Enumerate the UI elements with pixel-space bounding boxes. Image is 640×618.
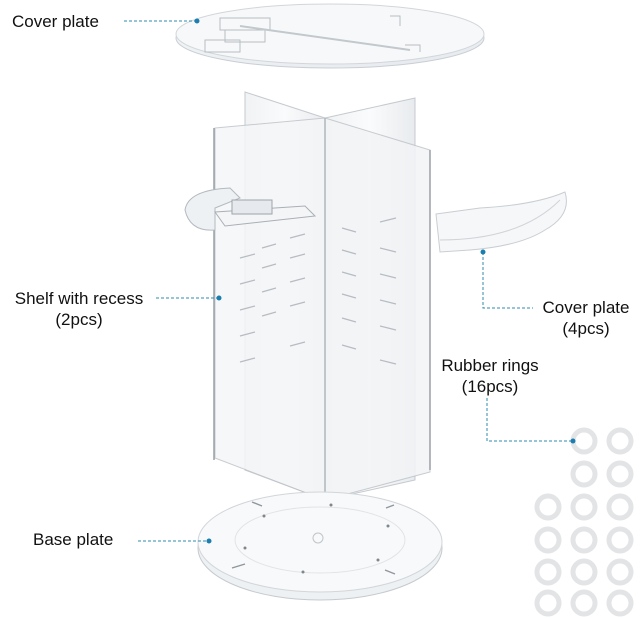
label-text: Cover plate [12,12,99,31]
label-quantity: (4pcs) [562,319,610,338]
label-quantity: (2pcs) [55,310,103,329]
label-text: Rubber rings [441,356,539,375]
label-text: Shelf with recess [14,289,144,308]
tower-panels-graphic [213,91,431,501]
label-text: Base plate [33,530,114,549]
leader-lines [124,18,576,544]
label-base-plate: Base plate [33,529,113,550]
label-cover-plate-side: Cover plate (4pcs) [533,297,639,339]
top-cover-plate-graphic [175,3,485,69]
side-cover-plate-graphic [435,191,567,253]
base-plate-graphic [197,491,443,601]
label-shelf-with-recess: Shelf with recess (2pcs) [0,288,158,330]
shelf-with-recess-graphic [184,187,317,231]
label-text: Cover plate [542,298,630,317]
rubber-rings-graphic [534,427,634,617]
label-rubber-rings: Rubber rings (16pcs) [430,355,550,397]
label-cover-plate-top: Cover plate [12,11,99,32]
label-quantity: (16pcs) [461,377,519,396]
